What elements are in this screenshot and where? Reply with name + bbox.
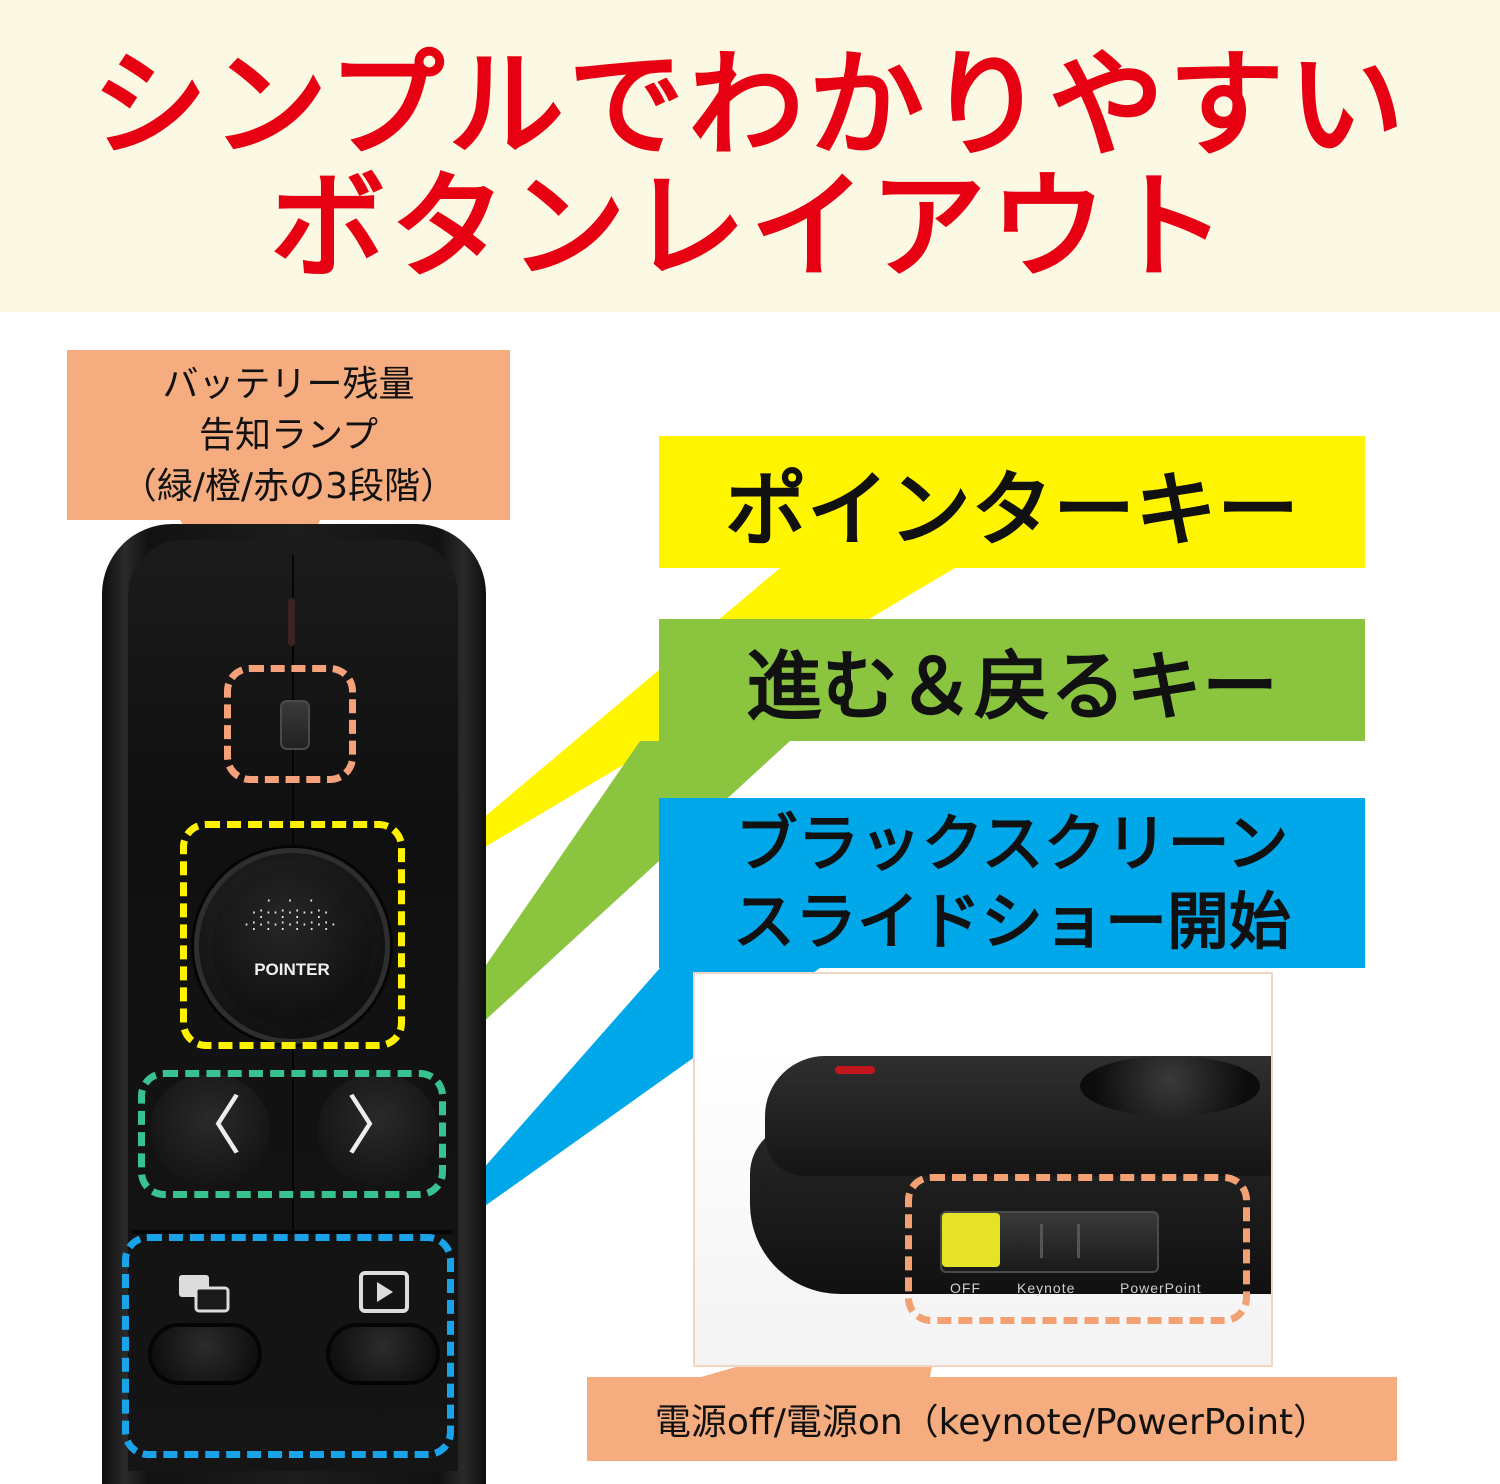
battery-lamp-icon: [280, 700, 310, 750]
blackscreen-callout-line-2: スライドショー開始: [732, 885, 1291, 958]
pointer-callout-text: ポインターキー: [724, 462, 1299, 558]
power-switch-knob[interactable]: [942, 1213, 1000, 1267]
battery-callout-line-1: バッテリー残量: [162, 363, 415, 405]
pointer-button-face: [212, 866, 372, 1026]
headline-line-1: シンプルでわかりやすい: [91, 38, 1409, 173]
battery-callout-line-2: 告知ランプ: [199, 414, 378, 456]
inset-pointer-button: [1080, 1056, 1260, 1116]
switch-grip: [1040, 1224, 1080, 1258]
header-banner: シンプルでわかりやすい ボタンレイアウト: [0, 0, 1500, 312]
pointer-callout: ポインターキー: [659, 436, 1365, 568]
prev-button[interactable]: 〈: [150, 1075, 270, 1185]
battery-callout: バッテリー残量 告知ランプ （緑/橙/赤の3段階）: [67, 350, 510, 520]
lower-divider: [132, 1230, 452, 1234]
switch-label-powerpoint: PowerPoint: [1120, 1280, 1202, 1296]
switch-label-off: OFF: [950, 1280, 981, 1296]
lamp-highlight: [224, 665, 356, 783]
power-highlight: [905, 1174, 1250, 1324]
blackscreen-highlight: [122, 1234, 454, 1458]
play-icon: [359, 1271, 409, 1313]
battery-callout-line-3: （緑/橙/赤の3段階）: [120, 465, 457, 507]
switch-label-keynote: Keynote: [1017, 1280, 1076, 1296]
pointer-highlight: [180, 821, 405, 1049]
power-callout: 電源off/電源on（keynote/PowerPoint）: [587, 1377, 1397, 1461]
headline-line-2: ボタンレイアウト: [270, 160, 1230, 295]
pointer-label: POINTER: [254, 960, 330, 979]
laser-window: [288, 598, 295, 646]
nav-callout: 進む＆戻るキー: [659, 619, 1365, 741]
blackscreen-callout: ブラックスクリーン スライドショー開始: [659, 798, 1365, 968]
black-screen-button[interactable]: [152, 1327, 258, 1381]
nav-highlight: [138, 1070, 446, 1198]
blackscreen-callout-line-1: ブラックスクリーン: [735, 807, 1289, 880]
inset-red-lamp: [835, 1066, 875, 1074]
power-callout-text: 電源off/電源on（keynote/PowerPoint）: [654, 1402, 1330, 1443]
chevron-left-icon: 〈: [178, 1090, 242, 1164]
black-screen-icon: [179, 1275, 230, 1313]
next-button[interactable]: 〉: [318, 1075, 438, 1185]
slideshow-button[interactable]: [330, 1327, 436, 1381]
power-switch-inset: OFF Keynote PowerPoint: [693, 972, 1273, 1367]
nav-callout-text: 進む＆戻るキー: [746, 642, 1278, 731]
chevron-right-icon: 〉: [346, 1090, 410, 1164]
laser-pointer-icon: · · ··:··:·:··:··:·:·:·:·:·:·: [244, 891, 338, 934]
